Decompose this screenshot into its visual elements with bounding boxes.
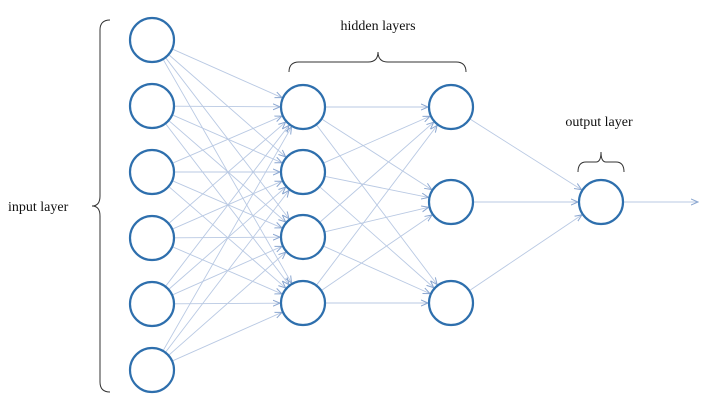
hidden-layers-label: hidden layers: [340, 19, 415, 34]
input-neuron-6: [128, 346, 176, 394]
connection-l2-2-to-1: [322, 116, 430, 164]
output-layer-label: output layer: [565, 115, 633, 130]
connection-l1-4-to-1: [168, 122, 286, 224]
hidden-1-neuron-1: [279, 83, 327, 131]
connection-l1-1-to-1: [171, 48, 282, 98]
input-layer-brace: [91, 19, 111, 393]
connection-l3-3-to-1: [468, 215, 582, 292]
input-neuron-3: [128, 148, 176, 196]
connection-l2-3-to-3: [322, 245, 430, 294]
neurons: [128, 16, 625, 394]
hidden-layers-brace: [288, 51, 467, 73]
hidden-2-neuron-3: [427, 279, 475, 327]
connection-l1-6-to-1: [162, 127, 292, 352]
hidden-1-neuron-2: [279, 148, 327, 196]
connection-l1-5-to-1: [165, 125, 289, 287]
connection-l1-1-to-2: [168, 54, 286, 156]
connection-l1-2-to-3: [168, 120, 286, 222]
hidden-2-neuron-1: [427, 83, 475, 131]
connection-l2-4-to-1: [315, 125, 437, 286]
connections: [162, 48, 698, 362]
connection-l1-4-to-3: [173, 237, 280, 238]
input-neuron-5: [128, 280, 176, 328]
connection-l1-2-to-2: [171, 114, 282, 163]
connection-l1-5-to-3: [171, 246, 282, 296]
input-layer-label: input layer: [8, 200, 69, 215]
connection-l1-6-to-3: [168, 252, 286, 356]
connection-l2-3-to-1: [319, 122, 434, 223]
connection-l2-3-to-2: [324, 207, 428, 233]
connection-l3-1-to-1: [469, 118, 582, 190]
connection-l1-2-to-1: [173, 106, 280, 107]
connection-l1-4-to-2: [171, 181, 282, 230]
connection-l2-1-to-2: [321, 118, 432, 190]
connection-l1-3-to-3: [172, 180, 282, 228]
hidden-1-neuron-3: [279, 213, 327, 261]
connection-l2-1-to-3: [315, 124, 437, 285]
output-neuron-1: [577, 178, 625, 226]
connection-l1-6-to-4: [171, 312, 282, 362]
connection-l1-1-to-3: [165, 57, 289, 218]
hidden-1-neuron-4: [279, 279, 327, 327]
input-neuron-2: [128, 82, 176, 130]
input-neuron-1: [128, 16, 176, 64]
connection-l1-6-to-2: [164, 190, 289, 353]
connection-l2-2-to-2: [324, 175, 429, 197]
connection-l2-2-to-3: [319, 186, 433, 288]
connection-l1-3-to-1: [172, 116, 282, 164]
input-neuron-4: [128, 214, 176, 262]
connection-l2-4-to-2: [320, 215, 432, 291]
output-layer-brace: [577, 151, 625, 173]
hidden-2-neuron-2: [427, 178, 475, 226]
